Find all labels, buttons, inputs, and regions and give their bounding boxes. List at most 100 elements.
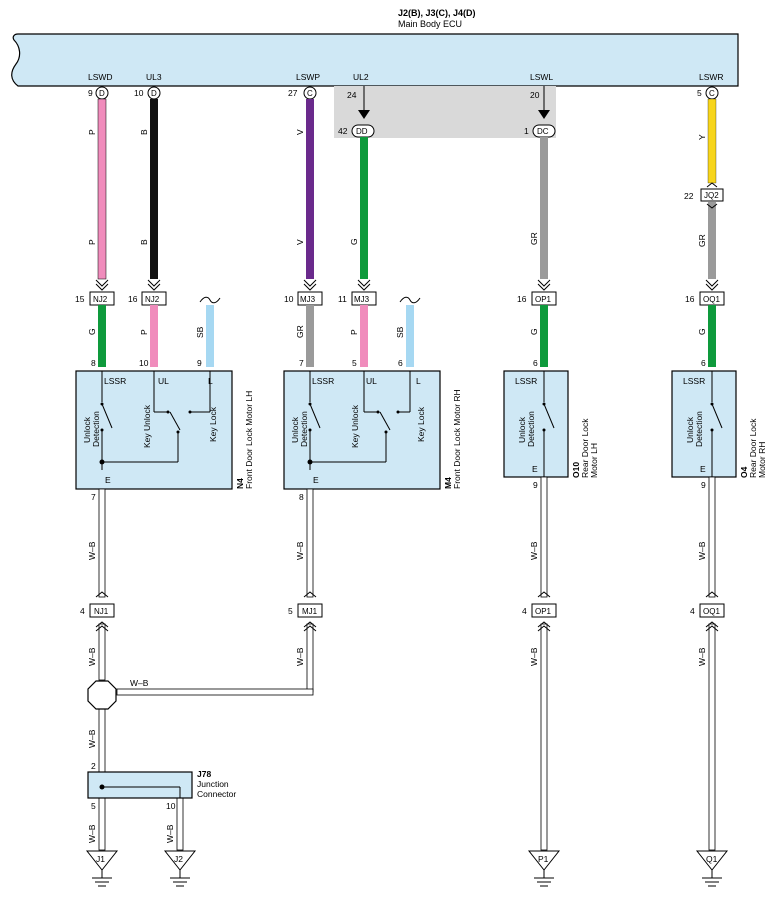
ecu-conn-letter: D (151, 89, 157, 98)
tilde-icon (199, 296, 221, 304)
pin-number: 10 (166, 801, 176, 811)
pin-number: 7 (91, 492, 96, 502)
wire-sky-blue (406, 305, 414, 367)
switch-label: Unlock (685, 416, 695, 443)
wire-pink (360, 305, 368, 367)
connector-label: NJ1 (94, 607, 109, 616)
wire-color-code: W–B (697, 541, 707, 560)
wire-color-code: W–B (130, 678, 149, 688)
ecu-pin: 1 (524, 126, 529, 136)
ecu-pin: 24 (347, 90, 357, 100)
pin-number: 6 (701, 358, 706, 368)
wire-green (708, 305, 716, 367)
switch-label: Key Lock (416, 406, 426, 442)
component-id: O10 (571, 462, 581, 478)
wire-color-code: G (697, 328, 707, 335)
terminal-lssr: LSSR (683, 376, 705, 386)
ground-symbol-j2 (163, 850, 197, 887)
connector-nj1 (89, 603, 115, 618)
ecu-name: Main Body ECU (398, 19, 462, 29)
component-name: Rear Door Lock (580, 418, 590, 478)
ecu-conn-letter: DD (356, 127, 368, 136)
terminal-ul: UL (158, 376, 169, 386)
ecu-pin: 42 (338, 126, 348, 136)
connector-op1 (531, 603, 557, 618)
switch-label: Detection (526, 411, 536, 447)
wire-color-code: SB (395, 326, 405, 338)
wire-color-code: W–B (529, 541, 539, 560)
wire-color-code: P (87, 129, 97, 135)
switch-label: Key Lock (208, 406, 218, 442)
rear-door-lock-motor-rh: LSSR E Unlock Detection (671, 370, 737, 478)
switch-label: Unlock (290, 416, 300, 443)
ground-symbol-p1 (527, 850, 561, 887)
wire-color-code: GR (697, 234, 707, 247)
wire-color-code: W–B (87, 541, 97, 560)
wire-color-code: W–B (87, 824, 97, 843)
wire-gray (540, 137, 548, 279)
terminal-lssr: LSSR (104, 376, 126, 386)
chevron-down-icon (706, 203, 718, 209)
pin-number: 9 (701, 480, 706, 490)
connector-pin: 4 (690, 606, 695, 616)
wire-color-code: W–B (165, 824, 175, 843)
ground-label: Q1 (706, 854, 718, 864)
connector-label: OQ1 (703, 295, 720, 304)
ecu-conn-letter: DC (537, 127, 549, 136)
connector-label: OP1 (535, 607, 552, 616)
pin-number: 9 (533, 480, 538, 490)
connector-pin: 10 (284, 294, 294, 304)
terminal-label-lswr: LSWR (699, 72, 724, 82)
wire-color-code: W–B (529, 647, 539, 666)
component-id: M4 (443, 477, 453, 489)
junction-connector-j78 (87, 771, 193, 799)
wire-pink (97, 98, 107, 280)
front-door-lock-motor-lh: LSSR UL L E Unlock Detection Key Unlock … (75, 370, 233, 490)
wire-green (98, 305, 106, 367)
component-name: Motor RH (757, 442, 767, 478)
ground-label: J2 (174, 854, 183, 864)
terminal-label-lswl: LSWL (530, 72, 553, 82)
wire-color-code: V (295, 239, 305, 245)
wire-black (150, 99, 158, 279)
wire-gray (708, 202, 716, 279)
wire-color-code: Y (697, 134, 707, 140)
connector-pin: 16 (685, 294, 695, 304)
connector-label: OP1 (535, 295, 552, 304)
pin-number: 10 (139, 358, 149, 368)
wire-color-code: GR (529, 232, 539, 245)
connector-pin: 4 (522, 606, 527, 616)
switch-label: Key Unlock (142, 404, 152, 448)
wire-color-code: W–B (87, 729, 97, 748)
wire-color-code: V (295, 129, 305, 135)
wire-color-code: P (87, 239, 97, 245)
pin-number: 9 (197, 358, 202, 368)
wire-gray (306, 305, 314, 367)
terminal-label-lswp: LSWP (296, 72, 320, 82)
rear-door-lock-motor-lh: LSSR E Unlock Detection (503, 370, 569, 478)
terminal-e: E (700, 464, 706, 474)
component-name: Rear Door Lock (748, 418, 758, 478)
pin-number: 6 (533, 358, 538, 368)
wire-violet (306, 99, 314, 279)
ecu-conn-letter: C (307, 89, 313, 98)
wire-color-code: B (139, 129, 149, 135)
terminal-ul: UL (366, 376, 377, 386)
junction-id: J78 (197, 769, 211, 779)
ecu-title: J2(B), J3(C), J4(D) (398, 8, 476, 18)
wire-color-code: W–B (295, 541, 305, 560)
connector-pin: 22 (684, 191, 694, 201)
component-name: Front Door Lock Motor RH (452, 389, 462, 489)
connector-label: MJ1 (302, 607, 318, 616)
wire-yellow (707, 98, 717, 184)
connector-label: MJ3 (300, 295, 316, 304)
wire-sky-blue (206, 305, 214, 367)
connector-label: MJ3 (354, 295, 370, 304)
pin-number: 8 (299, 492, 304, 502)
component-name: Front Door Lock Motor LH (244, 391, 254, 489)
wire-color-code: GR (295, 325, 305, 338)
pin-number: 7 (299, 358, 304, 368)
mid-connector-chevrons (95, 279, 719, 291)
connector-mj1 (297, 603, 323, 618)
ground-symbol-q1 (695, 850, 729, 887)
